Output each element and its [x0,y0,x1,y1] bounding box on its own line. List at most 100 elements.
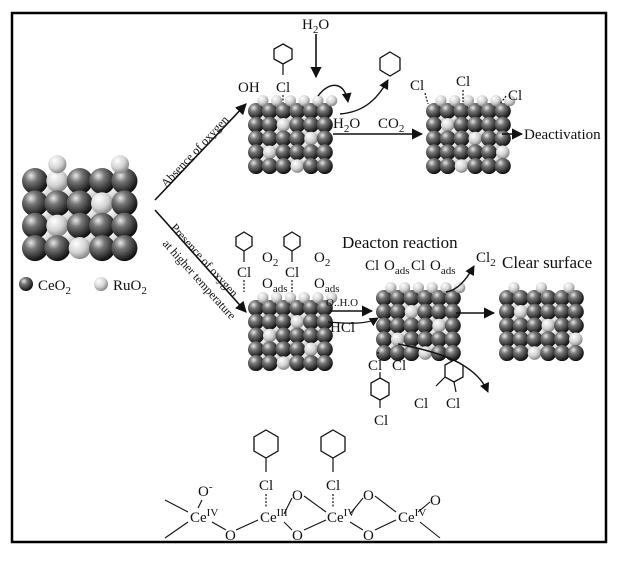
bottom-path: Cl Cl O2 O2 Oads Oads O..H.O HCl Deacton… [235,231,592,429]
ruo2-sphere [298,292,310,304]
ceo2-sphere [316,355,333,372]
ortho-cl-2: Cl [446,396,460,412]
ceo2-sphere [261,116,278,133]
ceo2-sphere [289,130,306,147]
ceo2-sphere [526,317,543,334]
ceo2-sphere [275,130,292,147]
chlorobenzene-2-icon [283,231,301,252]
ruo2-sphere [404,304,419,319]
ceo2-sphere [261,355,278,372]
deacon-oads-1: Oads [384,258,410,277]
ceo2-sphere [389,290,406,306]
ortho-cl-1: Cl [414,396,428,412]
ruo2-sphere [46,169,69,193]
ceo2-sphere [66,212,93,239]
ceo2-sphere [554,317,571,334]
ceo2-sphere [512,331,529,348]
ceo2-sphere [439,103,456,119]
ceo2-sphere [44,190,71,217]
deacon-oads-2: Oads [430,258,456,277]
ruo2-sphere [304,342,318,357]
ceo2-sphere [494,103,511,119]
ceo2-sphere [389,345,406,362]
ceo2-sphere [261,103,278,119]
ceo2-sphere [431,331,448,348]
ceo2-sphere [275,327,292,344]
deactivation-label: Deactivation [524,127,601,143]
mechanism-structure: Cl Cl O- CeIV CeIII CeIV CeIV O O O O O … [164,429,441,544]
ceo2-sphere [261,158,278,175]
ceo2-sphere [248,116,264,133]
ceo2-sphere [303,327,320,344]
mech-ce-3: CeIV [327,507,355,526]
ruo2-sphere [462,95,474,107]
ceo2-sphere [89,235,116,262]
legend-ruo2-label: RuO2 [113,278,147,297]
cl-dash-a [424,92,429,105]
mech-o-5: O [363,528,374,544]
ceo2-sphere [248,144,264,161]
o2-label-1: O2 [262,250,278,269]
ceo2-sphere [439,144,456,161]
mech-ce-4: CeIV [398,507,426,526]
mech-cl-2: Cl [326,478,340,494]
ceo2-sphere [453,116,470,133]
ceo2-sphere [453,130,470,147]
ceo2-sphere [444,290,461,306]
ceo2-sphere [22,190,48,217]
ceo2-sphere [417,331,434,348]
cl-label-b: Cl [456,74,470,90]
arrow-to-top-path [154,103,247,201]
ortho-dichlorobenzene-icon [444,359,464,383]
hcl-label: HCl [330,320,355,336]
ceo2-sphere [303,103,320,119]
ceo2-sphere [275,300,292,316]
ruo2-sphere [508,282,520,294]
ruo2-sphere [276,356,291,370]
ceo2-sphere [111,168,138,194]
ruo2-sphere [326,95,338,107]
legend-ceo2-marker [19,277,33,291]
ceo2-sphere [66,168,93,194]
ceo2-sphere [512,345,529,362]
ceo2-sphere [389,303,406,320]
catalyst-cluster-bottom-middle [248,292,338,372]
ceo2-sphere [554,331,571,348]
ceo2-sphere [248,103,264,119]
ceo2-sphere [261,130,278,147]
para-cl-label: Cl [374,413,388,429]
ruo2-sphere [476,95,488,107]
ceo2-sphere [481,116,498,133]
ruo2-sphere [110,155,130,174]
ceo2-sphere [403,331,420,348]
ceo2-sphere [439,130,456,147]
benzene-ring-icon [273,43,293,65]
below-cl-2: Cl [392,358,406,374]
ceo2-sphere [248,313,264,330]
cl-dash-c [499,95,507,105]
mech-o-2: O [292,488,303,504]
ceo2-sphere [111,190,138,217]
o-ads-label-2: Oads [314,276,340,295]
ceo2-sphere [275,341,292,358]
ceo2-sphere [499,345,515,362]
ceo2-sphere [275,103,292,119]
ceo2-sphere [376,303,392,320]
ceo2-sphere [499,317,515,334]
ceo2-sphere [467,103,484,119]
ruo2-sphere [304,131,318,146]
ceo2-sphere [89,168,116,194]
co2-curve-arrow [339,79,389,115]
released-benzene-icon [379,51,401,77]
chlorobenzene-1-icon [235,231,253,252]
chlorobenzene-2-cl: Cl [285,265,299,281]
ruo2-sphere [454,159,469,173]
ruo2-sphere [68,237,91,260]
ruo2-sphere [527,346,542,360]
ruo2-sphere [513,304,528,319]
ruo2-sphere [490,95,502,107]
ceo2-sphere [431,303,448,320]
ortho-bond-1 [435,376,446,387]
ceo2-sphere [316,144,333,161]
